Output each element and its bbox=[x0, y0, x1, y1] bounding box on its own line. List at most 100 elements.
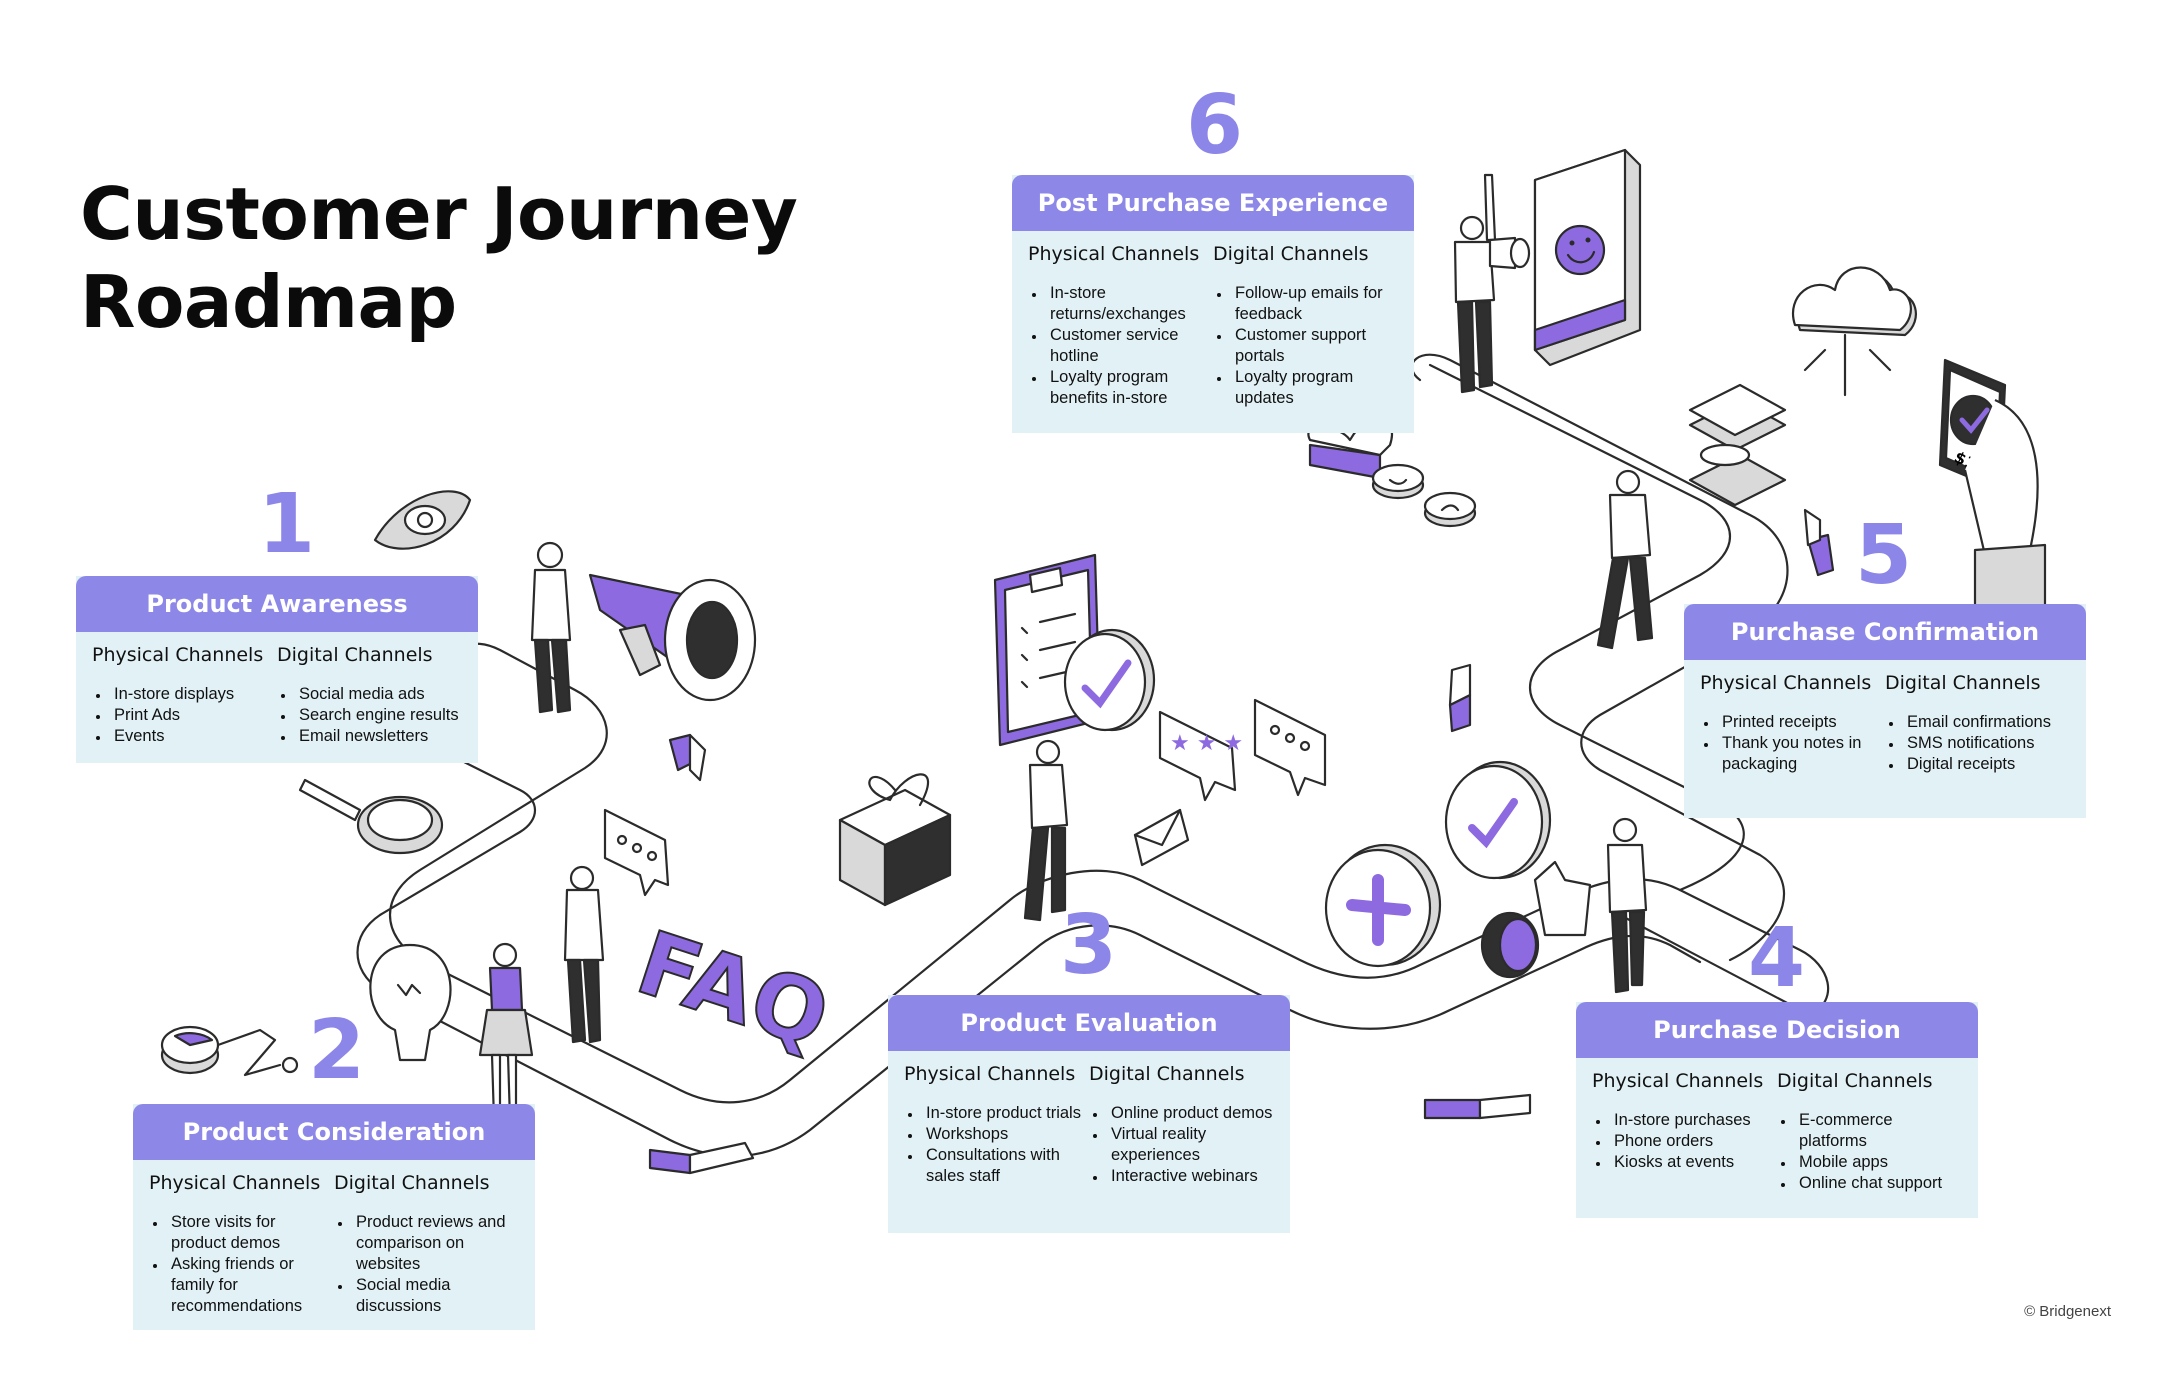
list-item: Phone orders bbox=[1610, 1131, 1777, 1152]
physical-channels: Physical Channels In-store purchases Pho… bbox=[1592, 1070, 1777, 1194]
sad-face-icon bbox=[1423, 491, 1477, 528]
list-item: Kiosks at events bbox=[1610, 1152, 1777, 1173]
title-line-2: Roadmap bbox=[80, 260, 457, 344]
smiley-icon bbox=[1371, 463, 1425, 500]
road-arrow-3b bbox=[1478, 1093, 1532, 1120]
digital-channels: Digital Channels Product reviews and com… bbox=[334, 1172, 519, 1317]
list-item: Email newsletters bbox=[295, 726, 462, 747]
stage-title: Product Consideration bbox=[133, 1104, 535, 1160]
person-4 bbox=[1606, 817, 1648, 994]
digital-channels: Digital Channels E-commerce platforms Mo… bbox=[1777, 1070, 1962, 1194]
lightbulb-icon bbox=[369, 943, 452, 1062]
stage-title: Product Awareness bbox=[76, 576, 478, 632]
thumbs-up-icon bbox=[1480, 860, 1592, 979]
magnifier-icon bbox=[298, 778, 444, 855]
road-arrow-5b bbox=[1803, 508, 1822, 547]
faq-letters: FAQ bbox=[625, 910, 842, 1070]
phone-check-icon: $100 bbox=[1938, 358, 2047, 612]
stage-card-4: Purchase Decision Physical Channels In-s… bbox=[1576, 1002, 1978, 1218]
list-item: In-store displays bbox=[110, 684, 277, 705]
page-title: Customer Journey Roadmap bbox=[80, 170, 798, 346]
stage-title: Post Purchase Experience bbox=[1012, 175, 1414, 231]
physical-channels: Physical Channels Store visits for produ… bbox=[149, 1172, 334, 1317]
faq-text: FAQ bbox=[626, 911, 841, 1069]
stage-title: Product Evaluation bbox=[888, 995, 1290, 1051]
list-item: Search engine results bbox=[295, 705, 462, 726]
stage-card-5: Purchase Confirmation Physical Channels … bbox=[1684, 604, 2086, 818]
cross-badge-icon bbox=[1324, 843, 1442, 968]
list-item: Online chat support bbox=[1795, 1173, 1962, 1194]
list-item: Events bbox=[110, 726, 277, 747]
list-item: Product reviews and comparison on websit… bbox=[352, 1212, 519, 1275]
road-arrow-1b bbox=[688, 733, 707, 782]
list-item: Consultations with sales staff bbox=[922, 1145, 1089, 1187]
stage-card-3: Product Evaluation Physical Channels In-… bbox=[888, 995, 1290, 1233]
megaphone-icon bbox=[588, 573, 757, 702]
list-item: E-commerce platforms bbox=[1795, 1110, 1962, 1152]
digital-channels: Digital Channels Online product demos Vi… bbox=[1089, 1063, 1274, 1187]
digital-channels: Digital Channels Email confirmations SMS… bbox=[1885, 672, 2070, 775]
list-item: Digital receipts bbox=[1903, 754, 2070, 775]
list-item: Social media ads bbox=[295, 684, 462, 705]
money-icon bbox=[1688, 383, 1787, 507]
physical-channels: Physical Channels In-store returns/excha… bbox=[1028, 243, 1213, 409]
copyright: © Bridgenext bbox=[2024, 1303, 2111, 1320]
road-arrow-2 bbox=[648, 1148, 692, 1175]
stage-number-6: 6 bbox=[1186, 78, 1244, 173]
list-item: In-store product trials bbox=[922, 1103, 1089, 1124]
person-1 bbox=[530, 541, 572, 714]
stage-number-3: 3 bbox=[1060, 898, 1118, 993]
stage-card-2: Product Consideration Physical Channels … bbox=[133, 1104, 535, 1330]
chat-bubble-icon bbox=[603, 808, 670, 897]
list-item: Interactive webinars bbox=[1107, 1166, 1274, 1187]
list-item: Loyalty program benefits in-store bbox=[1046, 367, 1213, 409]
list-item: Email confirmations bbox=[1903, 712, 2070, 733]
road-arrow-3 bbox=[1423, 1098, 1482, 1120]
tablet-smiley-icon bbox=[1533, 148, 1642, 367]
list-item: Online product demos bbox=[1107, 1103, 1274, 1124]
person-5 bbox=[1596, 469, 1654, 650]
person-6 bbox=[1453, 173, 1531, 394]
person-2 bbox=[563, 865, 605, 1044]
list-item: Print Ads bbox=[110, 705, 277, 726]
person-3 bbox=[1023, 739, 1069, 922]
list-item: Social media discussions bbox=[352, 1275, 519, 1317]
check-round-icon bbox=[1444, 760, 1552, 880]
list-item: Store visits for product demos bbox=[167, 1212, 334, 1254]
stage-title: Purchase Decision bbox=[1576, 1002, 1978, 1058]
gift-box-icon bbox=[838, 773, 952, 907]
digital-channels: Digital Channels Social media ads Search… bbox=[277, 644, 462, 747]
list-item: Customer support portals bbox=[1231, 325, 1398, 367]
stage-number-5: 5 bbox=[1855, 508, 1913, 603]
envelope-icon bbox=[1133, 808, 1190, 867]
list-item: Customer service hotline bbox=[1046, 325, 1213, 367]
list-item: SMS notifications bbox=[1903, 733, 2070, 754]
stage-card-6: Post Purchase Experience Physical Channe… bbox=[1012, 175, 1414, 433]
list-item: Workshops bbox=[922, 1124, 1089, 1145]
list-item: Virtual reality experiences bbox=[1107, 1124, 1274, 1166]
list-item: Follow-up emails for feedback bbox=[1231, 283, 1398, 325]
list-item: Mobile apps bbox=[1795, 1152, 1962, 1173]
clock-icon bbox=[160, 1025, 299, 1077]
list-item: In-store purchases bbox=[1610, 1110, 1777, 1131]
physical-channels: Physical Channels In-store displays Prin… bbox=[92, 644, 277, 747]
person-woman bbox=[478, 942, 534, 1122]
list-item: Asking friends or family for recommendat… bbox=[167, 1254, 334, 1317]
list-item: Loyalty program updates bbox=[1231, 367, 1398, 409]
digital-channels: Digital Channels Follow-up emails for fe… bbox=[1213, 243, 1398, 409]
list-item: In-store returns/exchanges bbox=[1046, 283, 1213, 325]
road-arrow-2b bbox=[688, 1141, 755, 1175]
rating-bubble-icon: ★ ★ ★ bbox=[1158, 710, 1243, 802]
eye-icon bbox=[373, 490, 472, 550]
stage-number-4: 4 bbox=[1748, 911, 1806, 1006]
check-badge-icon bbox=[1063, 628, 1156, 732]
stage-number-2: 2 bbox=[308, 1003, 366, 1098]
cloud-icon bbox=[1792, 266, 1917, 397]
list-item: Thank you notes in packaging bbox=[1718, 733, 1885, 775]
stage-number-1: 1 bbox=[258, 477, 316, 572]
stage-card-1: Product Awareness Physical Channels In-s… bbox=[76, 576, 478, 763]
stage-title: Purchase Confirmation bbox=[1684, 604, 2086, 660]
chat-dots-icon bbox=[1253, 698, 1327, 797]
physical-channels: Physical Channels In-store product trial… bbox=[904, 1063, 1089, 1187]
physical-channels: Physical Channels Printed receipts Thank… bbox=[1700, 672, 1885, 775]
